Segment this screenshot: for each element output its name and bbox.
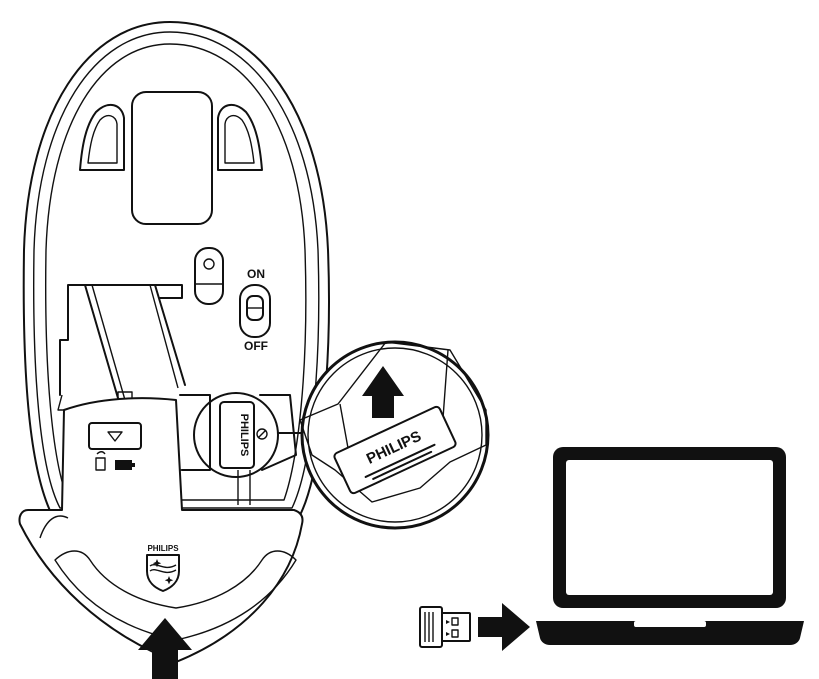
- insert-right-arrow-icon: [478, 603, 530, 651]
- cover-brand: PHILIPS: [147, 544, 179, 553]
- zoom-up-arrow-icon: [362, 366, 404, 418]
- switch-off-label: OFF: [244, 339, 268, 353]
- power-switch[interactable]: [239, 284, 271, 338]
- receiver-highlight-circle: [193, 392, 279, 478]
- mouse-underside: ON OFF PHILIPS: [22, 21, 330, 516]
- philips-shield-logo: PHILIPS: [146, 544, 180, 592]
- switch-on-label: ON: [247, 267, 265, 281]
- zoom-circle: PHILIPS: [299, 340, 490, 530]
- battery-compartment: [57, 284, 297, 505]
- battery-icon: [115, 460, 135, 470]
- receiver-slot: PHILIPS: [193, 392, 305, 478]
- receiver-icon: [95, 451, 106, 471]
- usb-receiver: [419, 606, 471, 648]
- laptop: [536, 447, 804, 645]
- eject-button-icon: [107, 431, 123, 442]
- cover-up-arrow-icon: [138, 618, 192, 679]
- battery-cover: PHILIPS: [18, 397, 304, 679]
- receiver-brand-small: PHILIPS: [238, 414, 250, 457]
- eject-button[interactable]: [88, 422, 142, 450]
- laptop-screen: [566, 460, 773, 595]
